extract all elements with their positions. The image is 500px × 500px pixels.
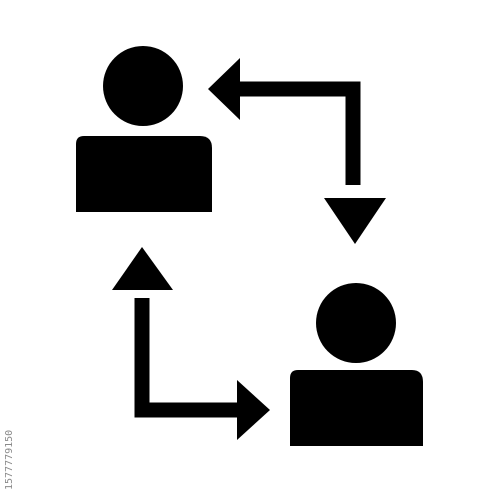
person-icon-bottom-right — [290, 283, 423, 446]
right-arrow-icon — [237, 380, 270, 440]
person-icon-top-left — [76, 46, 212, 212]
arrow-shaft — [134, 298, 250, 418]
person-head — [103, 46, 183, 126]
left-arrow-icon — [208, 58, 240, 120]
down-arrow-icon — [324, 198, 386, 244]
person-head — [316, 283, 396, 363]
arrow-shaft — [230, 81, 361, 185]
person-body — [76, 136, 212, 212]
arrow-left-to-bottom-right — [112, 247, 270, 440]
person-body — [290, 370, 423, 446]
arrow-top-to-right-down — [208, 58, 386, 244]
stock-id-label: 1577779150 — [4, 429, 15, 490]
up-arrow-icon — [112, 247, 173, 290]
